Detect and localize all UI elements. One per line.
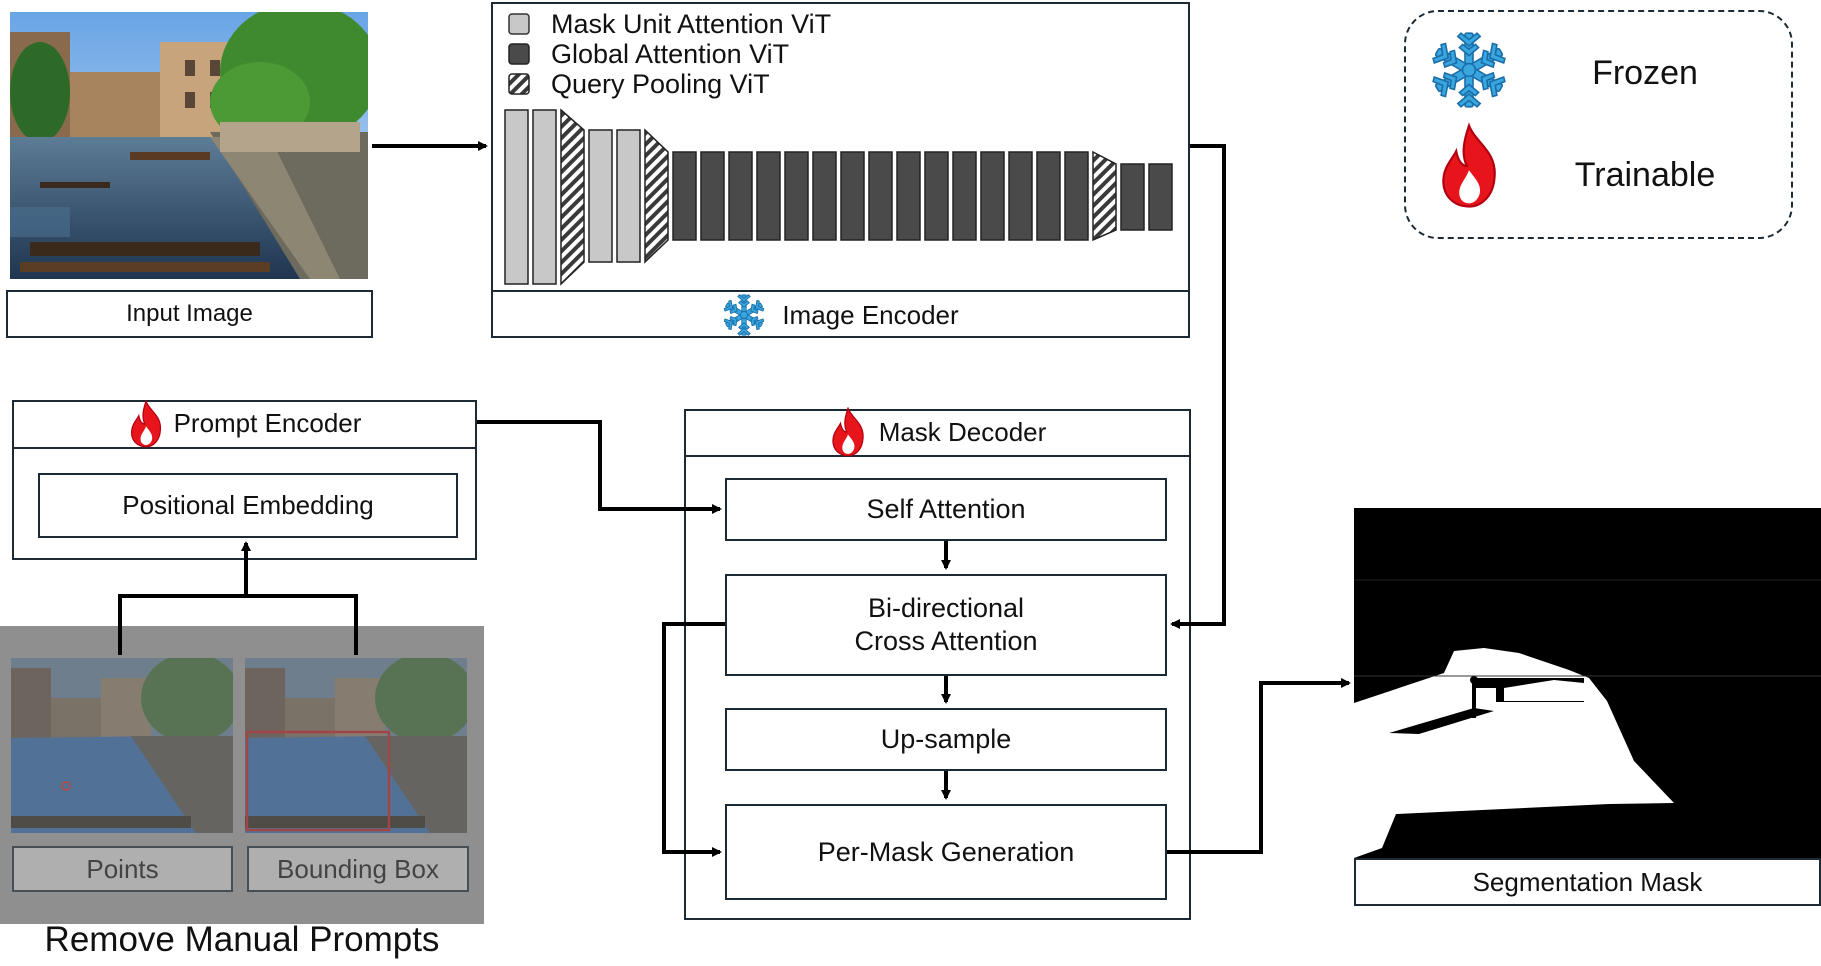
remove-manual-prompts-caption: Remove Manual Prompts	[44, 920, 440, 959]
query-pooling-block	[644, 128, 669, 264]
bbox-label-box: Bounding Box	[247, 846, 469, 892]
mask-decoder-label: Mask Decoder	[878, 416, 1047, 447]
legend-mask-unit: Mask Unit Attention ViT	[551, 8, 832, 39]
global-attention-block	[756, 151, 781, 241]
global-attention-block	[728, 151, 753, 241]
mask-unit-attention-block	[532, 109, 557, 285]
mask-unit-attention-block	[616, 129, 641, 263]
flame-icon	[832, 407, 864, 457]
global-attention-block	[924, 151, 949, 241]
mask-unit-attention-block	[504, 109, 529, 285]
per-mask-generation-box: Per-Mask Generation	[725, 804, 1167, 900]
trainable-label: Trainable	[1574, 155, 1716, 194]
image-encoder-legend: Mask Unit Attention ViT Global Attention…	[507, 9, 907, 109]
global-attention-block	[952, 151, 977, 241]
flame-icon	[1442, 124, 1496, 208]
global-attention-block	[812, 151, 837, 241]
snowflake-icon	[722, 293, 766, 337]
cross-attention-box: Bi-directional Cross Attention	[725, 574, 1167, 676]
query-pooling-block	[560, 108, 585, 286]
points-image	[11, 658, 233, 833]
segmentation-mask-label: Segmentation Mask	[1472, 866, 1703, 897]
positional-embedding-label: Positional Embedding	[122, 490, 374, 520]
image-encoder-title: Image Encoder	[491, 292, 1190, 338]
snowflake-icon	[1429, 25, 1509, 115]
self-attention-box: Self Attention	[725, 478, 1167, 541]
bbox-label: Bounding Box	[277, 853, 439, 884]
frozen-label: Frozen	[1592, 53, 1698, 92]
global-attention-block	[1120, 163, 1145, 231]
global-attention-block	[1148, 163, 1173, 231]
bbox-image	[245, 658, 467, 833]
points-label: Points	[86, 853, 159, 884]
self-attention-label: Self Attention	[866, 494, 1026, 524]
input-image	[10, 12, 368, 279]
prompt-encoder-label: Prompt Encoder	[173, 408, 362, 438]
input-image-label-box: Input Image	[6, 290, 373, 338]
segmentation-mask-label-box: Segmentation Mask	[1354, 858, 1821, 906]
cross-attention-label-line2: Cross Attention	[854, 626, 1038, 656]
global-attention-block	[1008, 151, 1033, 241]
mask-decoder-title: Mask Decoder	[684, 407, 1191, 457]
global-attention-swatch	[508, 43, 530, 65]
points-label-box: Points	[12, 846, 233, 892]
global-attention-block	[784, 151, 809, 241]
legend-box	[1404, 10, 1793, 239]
global-attention-block	[896, 151, 921, 241]
mask-unit-attention-swatch	[508, 13, 530, 35]
legend-query-pooling: Query Pooling ViT	[551, 68, 770, 99]
mask-unit-attention-block	[588, 129, 613, 263]
per-mask-generation-label: Per-Mask Generation	[817, 836, 1075, 867]
global-attention-block	[700, 151, 725, 241]
cross-attention-label-line1: Bi-directional	[867, 593, 1025, 623]
query-pooling-swatch	[508, 73, 530, 95]
image-encoder-label: Image Encoder	[782, 299, 959, 330]
upsample-label: Up-sample	[880, 724, 1012, 754]
prompt-encoder-title: Prompt Encoder	[12, 400, 477, 447]
arrow-per-mask-to-output	[1167, 678, 1351, 854]
global-attention-block	[1064, 151, 1089, 241]
flame-icon	[130, 400, 161, 447]
global-attention-block	[868, 151, 893, 241]
global-attention-block	[840, 151, 865, 241]
input-image-label: Input Image	[126, 300, 253, 327]
global-attention-block	[980, 151, 1005, 241]
manual-prompts-panel: Points Bounding Box	[0, 626, 484, 924]
upsample-box: Up-sample	[725, 708, 1167, 771]
segmentation-mask-image	[1354, 508, 1821, 858]
positional-embedding-box: Positional Embedding	[38, 473, 458, 538]
global-attention-block	[1036, 151, 1061, 241]
legend-global-attention: Global Attention ViT	[551, 38, 790, 69]
encoder-blocks	[504, 108, 1173, 286]
query-pooling-block	[1092, 150, 1117, 242]
global-attention-block	[672, 151, 697, 241]
